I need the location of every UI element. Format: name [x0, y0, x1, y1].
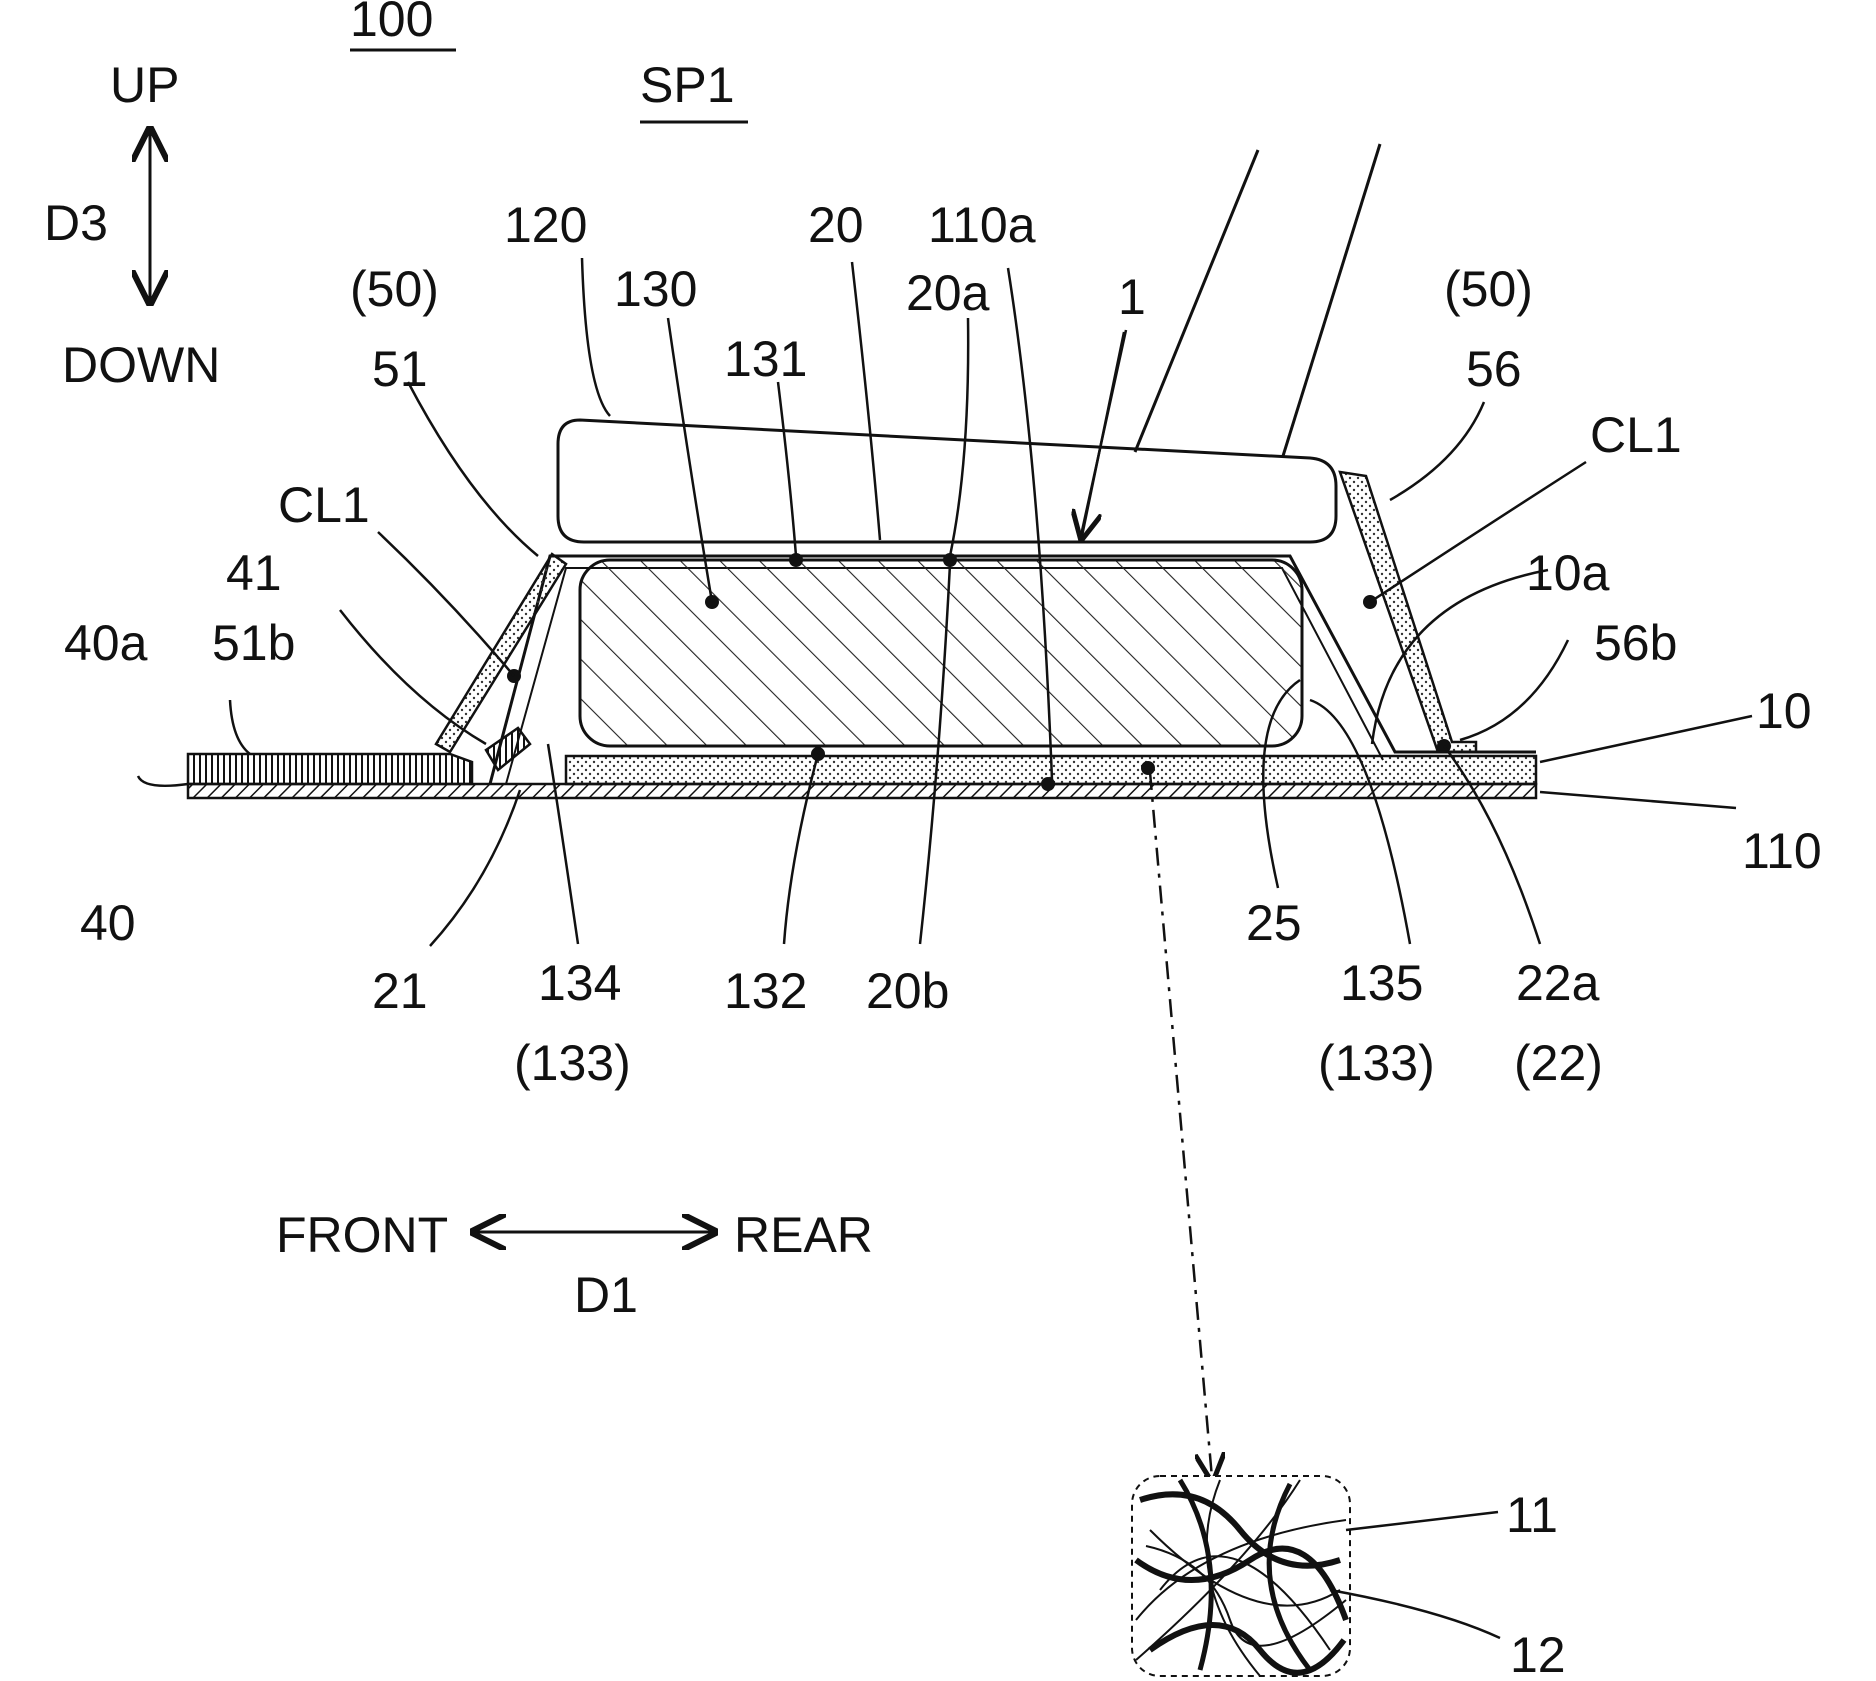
label-50-right: (50) — [1444, 261, 1533, 317]
label-40a: 40a — [64, 615, 148, 671]
pad-120 — [558, 420, 1336, 542]
label-cl1-right: CL1 — [1590, 407, 1682, 463]
projection-line — [1150, 772, 1212, 1478]
base-layer-110 — [188, 784, 1536, 798]
label-132: 132 — [724, 963, 807, 1019]
label-d3: D3 — [44, 195, 108, 251]
label-front: FRONT — [276, 1207, 448, 1263]
label-10: 10 — [1756, 683, 1812, 739]
label-22: (22) — [1514, 1035, 1603, 1091]
label-10a: 10a — [1526, 545, 1610, 601]
fibre-magnified-view — [1132, 1476, 1350, 1676]
flap-41 — [486, 728, 530, 770]
label-51: 51 — [372, 341, 428, 397]
label-cl1-left: CL1 — [278, 477, 370, 533]
strip-40 — [188, 754, 472, 784]
label-56: 56 — [1466, 341, 1522, 397]
label-100: 100 — [350, 0, 433, 47]
label-110a: 110a — [928, 197, 1036, 253]
label-41: 41 — [226, 545, 282, 601]
label-135: 135 — [1340, 955, 1423, 1011]
cover-51 — [436, 554, 566, 752]
label-133-right: (133) — [1318, 1035, 1435, 1091]
label-20: 20 — [808, 197, 864, 253]
label-134: 134 — [538, 955, 621, 1011]
handle-line-left — [1135, 150, 1258, 452]
label-12: 12 — [1510, 1627, 1566, 1681]
label-21: 21 — [372, 963, 428, 1019]
label-down: DOWN — [62, 337, 220, 393]
cover-56 — [1340, 472, 1476, 752]
label-up: UP — [110, 57, 179, 113]
label-sp1: SP1 — [640, 57, 735, 113]
label-56b: 56b — [1594, 615, 1677, 671]
label-11: 11 — [1506, 1487, 1558, 1543]
label-25: 25 — [1246, 895, 1302, 951]
label-120: 120 — [504, 197, 587, 253]
label-d1: D1 — [574, 1267, 638, 1323]
handle-line-right — [1283, 144, 1380, 456]
label-50-left: (50) — [350, 261, 439, 317]
leader-12 — [1330, 1590, 1500, 1638]
label-131: 131 — [724, 331, 807, 387]
label-130: 130 — [614, 261, 697, 317]
label-40: 40 — [80, 895, 136, 951]
label-51b: 51b — [212, 615, 295, 671]
leader-11 — [1346, 1512, 1498, 1530]
label-133-left: (133) — [514, 1035, 631, 1091]
label-110: 110 — [1742, 823, 1822, 879]
label-20a: 20a — [906, 265, 990, 321]
label-rear: REAR — [734, 1207, 873, 1263]
label-1: 1 — [1118, 269, 1146, 325]
label-22a: 22a — [1516, 955, 1600, 1011]
label-20b: 20b — [866, 963, 949, 1019]
